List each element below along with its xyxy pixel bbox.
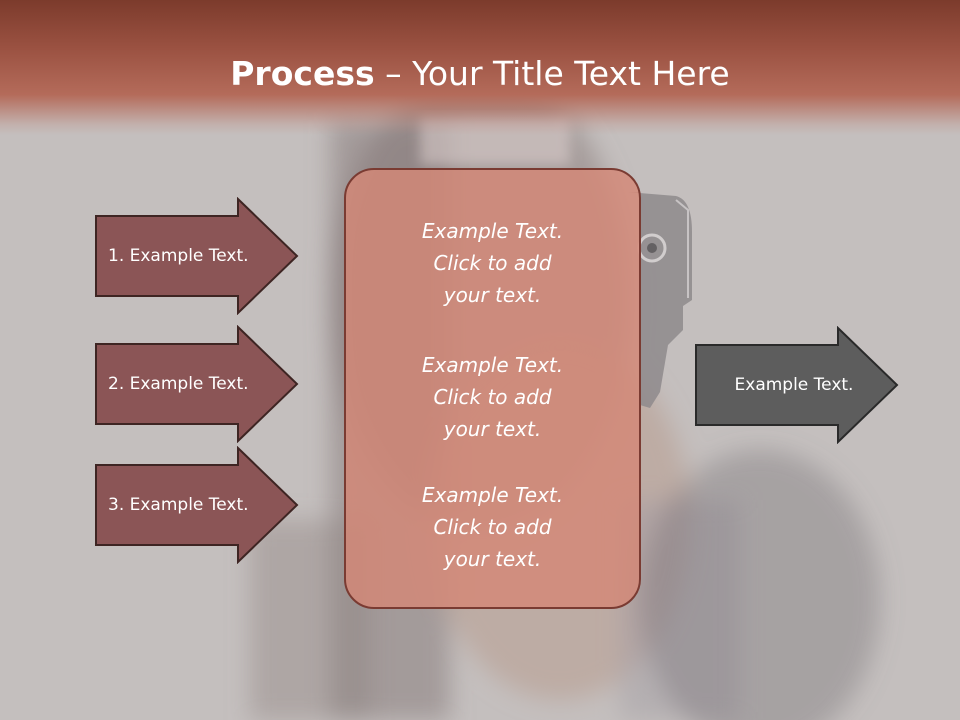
center-block-3-line-1: Example Text. [421, 483, 564, 507]
center-block-2[interactable]: Example Text. Click to add your text. [346, 349, 639, 445]
process-arrow-3[interactable]: 3. Example Text. [94, 446, 299, 564]
title-band [0, 0, 960, 135]
center-text-box[interactable]: Example Text. Click to add your text. Ex… [344, 168, 641, 609]
result-arrow-label: Example Text. [734, 375, 854, 395]
center-block-3-line-3: your text. [443, 547, 542, 571]
process-arrow-2[interactable]: 2. Example Text. [94, 325, 299, 443]
title-bold: Process [230, 54, 375, 93]
process-arrow-1[interactable]: 1. Example Text. [94, 197, 299, 315]
center-block-1[interactable]: Example Text. Click to add your text. [346, 215, 639, 311]
result-arrow[interactable]: Example Text. [694, 326, 899, 444]
arrow-shape-2 [95, 325, 299, 443]
slide-title: Process – Your Title Text Here [0, 52, 960, 96]
arrow-label-1: 1. Example Text. [108, 246, 249, 266]
center-block-2-line-3: your text. [443, 417, 542, 441]
arrow-shape-1 [95, 197, 299, 315]
center-block-1-line-3: your text. [443, 283, 542, 307]
center-block-3[interactable]: Example Text. Click to add your text. [346, 479, 639, 575]
center-block-2-line-1: Example Text. [421, 353, 564, 377]
title-rest: – Your Title Text Here [374, 54, 730, 93]
center-block-3-line-2: Click to add [433, 515, 552, 539]
center-block-1-line-2: Click to add [433, 251, 552, 275]
result-arrow-shape [695, 326, 899, 444]
arrow-label-2: 2. Example Text. [108, 374, 249, 394]
center-block-2-line-2: Click to add [433, 385, 552, 409]
arrow-shape-3 [95, 446, 299, 564]
arrow-label-3: 3. Example Text. [108, 495, 249, 515]
center-block-1-line-1: Example Text. [421, 219, 564, 243]
